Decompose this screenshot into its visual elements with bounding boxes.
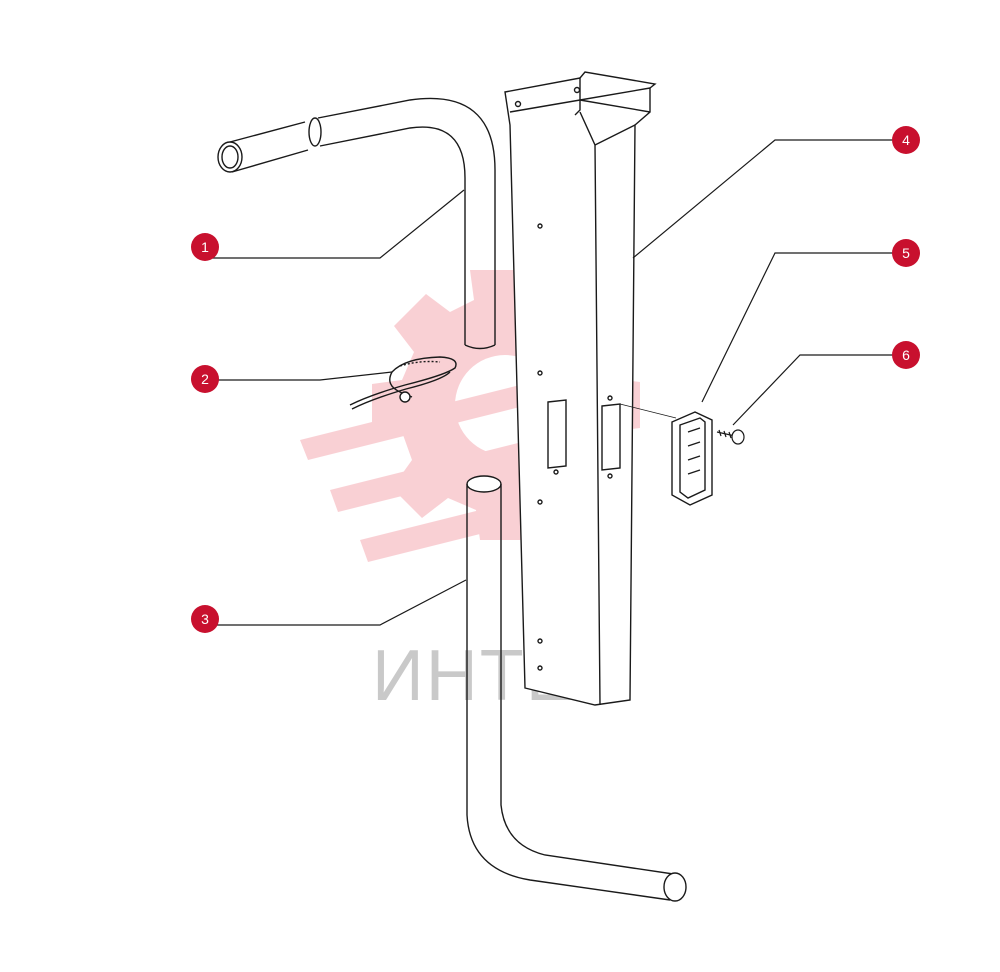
leader-line-2 [205,371,393,381]
leader-line-5 [701,252,905,403]
callout-label: 1 [201,239,209,255]
callout-label: 6 [902,347,910,363]
callout-label: 5 [902,245,910,261]
part-4-column [504,71,657,706]
leader-line-1 [205,189,465,259]
watermark-stripe [330,440,538,512]
leader-lines [205,139,905,626]
watermark-stripe [300,385,528,460]
callout-6[interactable]: 6 [892,341,920,369]
callout-4[interactable]: 4 [892,126,920,154]
part-3-lower-tube [466,475,687,902]
part-6-screw [716,429,745,445]
callout-3[interactable]: 3 [191,605,219,633]
part-1-handle-tube [217,97,496,350]
leader-line-3 [205,579,467,626]
callout-1[interactable]: 1 [191,233,219,261]
part-5-connector-socket [619,403,713,506]
part-2-cable-tie [349,356,457,410]
callout-label: 3 [201,611,209,627]
callout-label: 2 [201,371,209,387]
callout-5[interactable]: 5 [892,239,920,267]
leader-line-4 [632,139,905,259]
callout-2[interactable]: 2 [191,365,219,393]
leader-line-6 [732,354,905,426]
callout-label: 4 [902,132,910,148]
